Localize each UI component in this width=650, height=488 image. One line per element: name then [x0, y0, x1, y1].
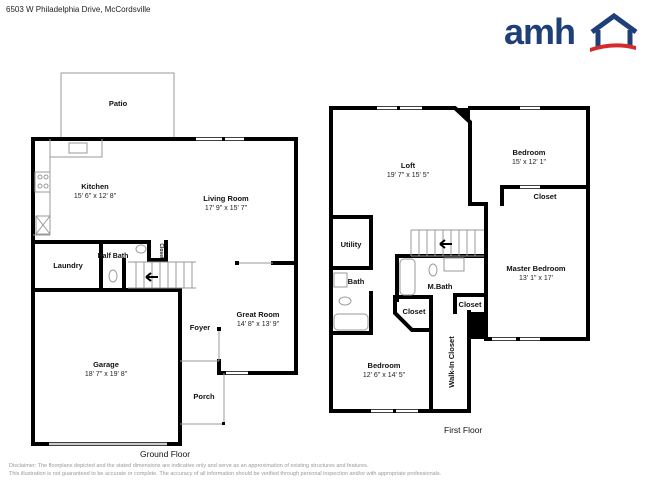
- room-label-bedroom-1-closet: Closet: [534, 192, 557, 201]
- room-label-bedroom-2-closet: Closet: [403, 307, 426, 316]
- room-label-half-bath: Half Bath: [98, 253, 129, 260]
- room-label-closet: Closet: [158, 243, 164, 259]
- disclaimer-line-1: Disclaimer: The floorplans depicted and …: [9, 463, 369, 469]
- room-label-master-bedroom: Master Bedroom: [506, 264, 566, 273]
- sink-icon: [333, 272, 348, 288]
- room-label-laundry: Laundry: [53, 261, 83, 270]
- room-dims-bedroom-2: 12' 6" x 14' 5": [363, 372, 406, 379]
- room-label-walk-in-closet: Walk-In Closet: [447, 336, 456, 388]
- room-label-loft: Loft: [401, 161, 416, 170]
- toilet-icon: [338, 296, 352, 306]
- room-dims-bedroom-1: 15' x 12' 1": [512, 159, 546, 166]
- room-dims-living-room: 17' 9" x 15' 7": [205, 205, 248, 212]
- ground-floor-title: Ground Floor: [140, 449, 191, 459]
- toilet-icon: [108, 269, 118, 283]
- room-label-bath: Bath: [348, 277, 365, 286]
- logo-text: amh: [504, 11, 576, 52]
- house-icon: [590, 12, 638, 52]
- room-label-great-room: Great Room: [237, 310, 280, 319]
- room-label-patio: Patio: [109, 99, 128, 108]
- stair-arrow-icon: [145, 272, 158, 282]
- property-address: 6503 W Philadelphia Drive, McCordsville: [6, 5, 151, 14]
- first-floor-plan: Loft 19' 7" x 15' 5" Bedroom 15' x 12' 1…: [329, 106, 590, 413]
- room-label-garage: Garage: [93, 360, 119, 369]
- room-dims-kitchen: 15' 6" x 12' 8": [74, 193, 117, 200]
- disclaimer-line-2: This illustration is not guaranteed to b…: [9, 471, 442, 477]
- room-label-utility: Utility: [341, 240, 363, 249]
- ground-floor-plan: Patio Kitchen 15' 6" x 12' 8" Living Roo…: [31, 72, 298, 446]
- room-label-master-bath: M.Bath: [428, 282, 453, 291]
- room-label-living-room: Living Room: [203, 194, 249, 203]
- bathtub-icon: [333, 313, 369, 331]
- room-dims-garage: 18' 7" x 19' 8": [85, 371, 128, 378]
- room-dims-master-bedroom: 13' 1" x 17': [519, 275, 553, 282]
- bathtub-icon: [399, 258, 416, 296]
- room-label-bedroom-2: Bedroom: [368, 361, 401, 370]
- room-label-kitchen: Kitchen: [81, 182, 109, 191]
- stair-arrow-icon: [439, 239, 452, 249]
- room-label-bedroom-1: Bedroom: [513, 148, 546, 157]
- sink-icon: [443, 257, 465, 272]
- room-dims-great-room: 14' 8" x 13' 9": [237, 321, 280, 328]
- sink-icon: [135, 244, 147, 254]
- amh-logo: amh: [504, 10, 640, 52]
- room-label-master-bath-closet: Closet: [459, 300, 482, 309]
- toilet-icon: [428, 263, 438, 277]
- first-floor-title: First Floor: [444, 425, 483, 435]
- room-label-porch: Porch: [193, 392, 215, 401]
- room-dims-loft: 19' 7" x 15' 5": [387, 172, 430, 179]
- room-label-foyer: Foyer: [190, 323, 211, 332]
